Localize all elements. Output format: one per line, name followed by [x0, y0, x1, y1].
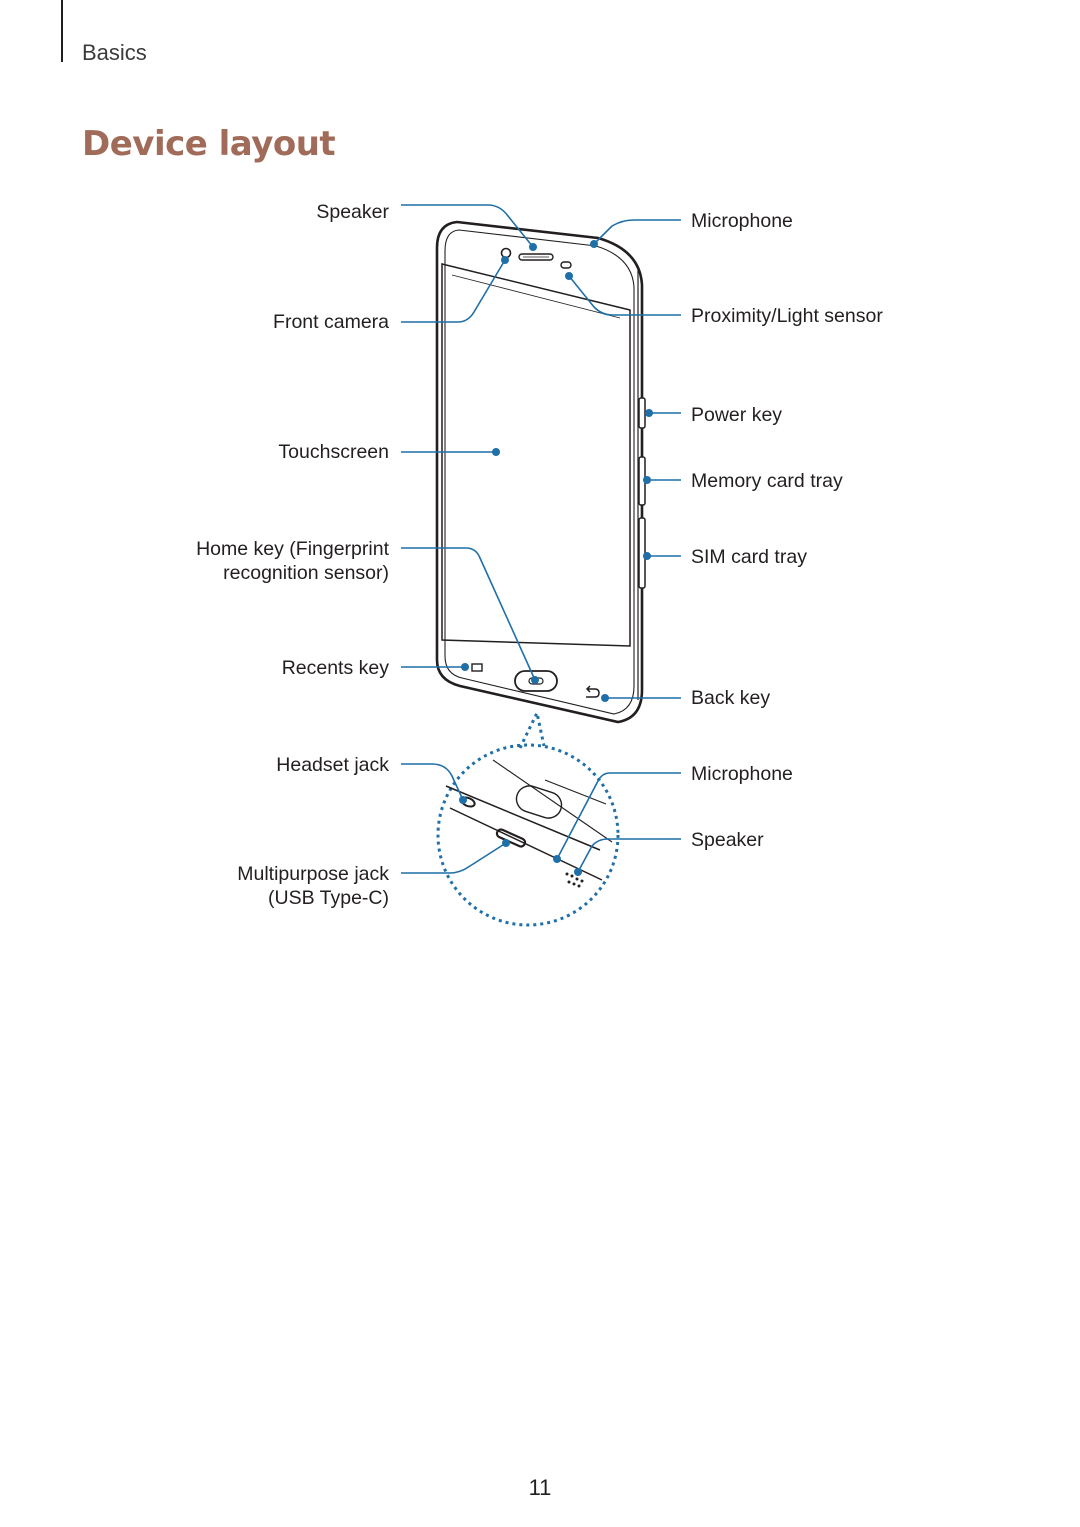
label-memory-card-tray: Memory card tray [691, 470, 843, 492]
section-label: Basics [82, 40, 147, 65]
phone-front-view [435, 220, 646, 724]
bottom-edge-lower [449, 807, 603, 881]
speaker-grille-hole [580, 879, 584, 883]
zoom-connector [436, 708, 620, 927]
proximity-sensor [560, 261, 572, 269]
label-home-key-line2: recognition sensor) [223, 562, 389, 584]
zoom-home-key [515, 785, 563, 819]
bottom-speaker-grille [565, 872, 584, 888]
page-title: Device layout [82, 124, 336, 164]
memory-card-tray-dot [643, 476, 651, 484]
phone-body-outline [435, 220, 644, 724]
back-key-dot [601, 694, 609, 702]
headset-jack-dot [459, 796, 467, 804]
bottom-edge-rim [492, 759, 613, 843]
speaker-grille-hole [577, 884, 581, 888]
speaker-bottom-leader [577, 838, 681, 873]
label-headset-jack: Headset jack [276, 754, 389, 776]
label-back-key: Back key [691, 687, 770, 709]
section-rule [61, 0, 63, 62]
earpiece-speaker [518, 253, 554, 261]
zoom-connector-line [518, 708, 546, 749]
label-proximity-sensor: Proximity/Light sensor [691, 305, 883, 327]
sim-card-tray-slot [638, 517, 646, 589]
zoom-circle [436, 743, 620, 927]
power-key-button [638, 397, 646, 429]
label-recents-key: Recents key [282, 657, 390, 679]
front-camera-leader [401, 259, 506, 323]
label-multipurpose-jack-line2: (USB Type-C) [268, 887, 389, 909]
phone-bottom-detail [445, 759, 613, 888]
label-microphone-bottom: Microphone [691, 763, 793, 785]
label-microphone-top: Microphone [691, 210, 793, 232]
bottom-edge-rear [544, 779, 607, 805]
label-multipurpose-jack-line1: Multipurpose jack [237, 863, 389, 885]
label-power-key: Power key [691, 404, 782, 426]
home-key-dot [531, 676, 539, 684]
recents-key-dot [461, 663, 469, 671]
microphone-bottom-leader [556, 772, 681, 860]
speaker-grille-hole [575, 877, 579, 881]
touchscreen-dot [492, 448, 500, 456]
multipurpose-jack-dot [502, 839, 510, 847]
bottom-edge-face [445, 785, 601, 851]
label-front-camera: Front camera [273, 311, 389, 333]
proximity-sensor-dot [565, 272, 573, 280]
multipurpose-jack-leader [401, 842, 507, 874]
device-layout-figure: Speaker Front camera Touchscreen Home ke… [196, 201, 883, 927]
recents-key-icon [471, 663, 483, 672]
label-speaker-top: Speaker [316, 201, 389, 223]
label-speaker-bottom: Speaker [691, 829, 764, 851]
phone-inner-outline [444, 229, 635, 715]
power-key-dot [645, 409, 653, 417]
headset-jack-leader [401, 763, 464, 801]
callout-dots [459, 240, 653, 876]
speaker-grille-hole [565, 872, 569, 876]
microphone-bottom-dot [553, 855, 561, 863]
label-sim-card-tray: SIM card tray [691, 546, 807, 568]
speaker-grille-hole [570, 874, 574, 878]
microphone-top-dot [590, 240, 598, 248]
speaker-top-leader [401, 204, 534, 248]
home-key-button [514, 670, 558, 692]
home-key-leader [401, 547, 536, 681]
speaker-grille-hole [572, 882, 576, 886]
microphone-top-leader [593, 219, 681, 245]
speaker-bottom-dot [574, 868, 582, 876]
label-touchscreen: Touchscreen [278, 441, 389, 463]
back-key-icon [585, 685, 600, 698]
speaker-grille-hole [567, 880, 571, 884]
callout-labels-right: Microphone Proximity/Light sensor Power … [691, 210, 883, 851]
page-number: 11 [528, 1475, 552, 1500]
callout-leaders [401, 204, 681, 874]
front-camera-dot [501, 256, 509, 264]
sim-card-tray-dot [643, 552, 651, 560]
proximity-sensor-leader [568, 275, 681, 316]
speaker-top-dot [529, 243, 537, 251]
screen-edge-highlight [451, 274, 621, 319]
touchscreen-area [441, 263, 631, 647]
callout-labels-left: Speaker Front camera Touchscreen Home ke… [196, 201, 389, 909]
label-home-key-line1: Home key (Fingerprint [196, 538, 389, 560]
